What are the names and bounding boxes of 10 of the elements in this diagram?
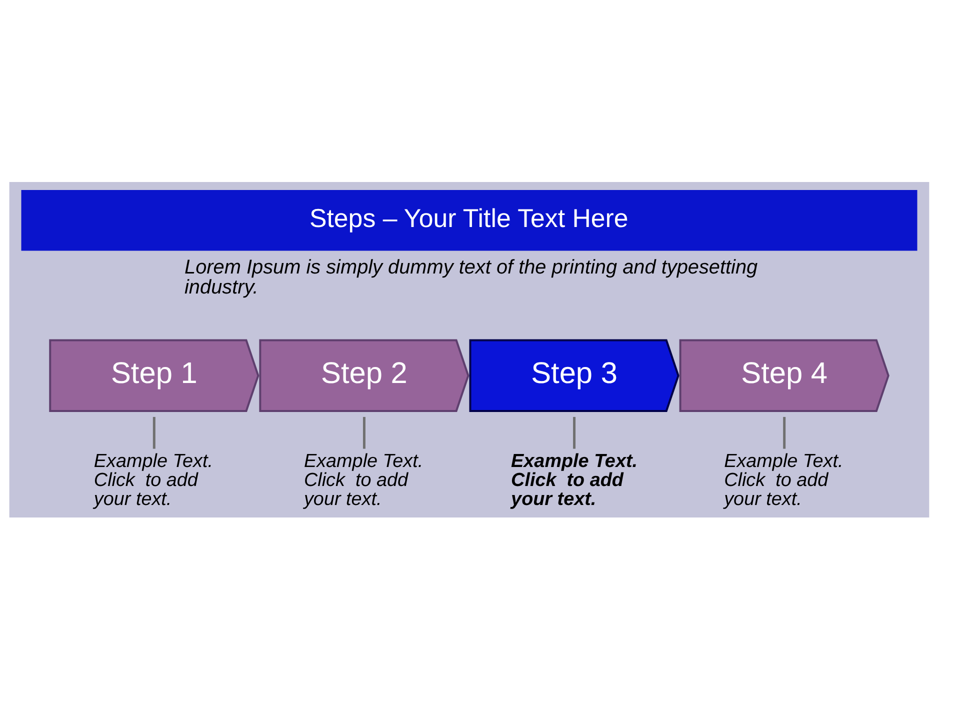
connector: [152, 416, 156, 448]
label: Lorem Ipsum is simply dummy text of the printing and typesetting industry.: [184, 256, 758, 298]
node-text: Example Text. Click to add your text.: [724, 450, 844, 510]
node-text: Example Text. Click to add your text.: [94, 450, 214, 510]
diagram-title: Steps – Your Title Text Here: [309, 204, 628, 233]
connector: [362, 416, 366, 448]
connector: [573, 416, 576, 448]
node-text: Example Text. Click to add your text.: [511, 450, 638, 510]
node-text: Example Text. Click to add your text.: [304, 450, 424, 510]
connector: [783, 416, 786, 448]
